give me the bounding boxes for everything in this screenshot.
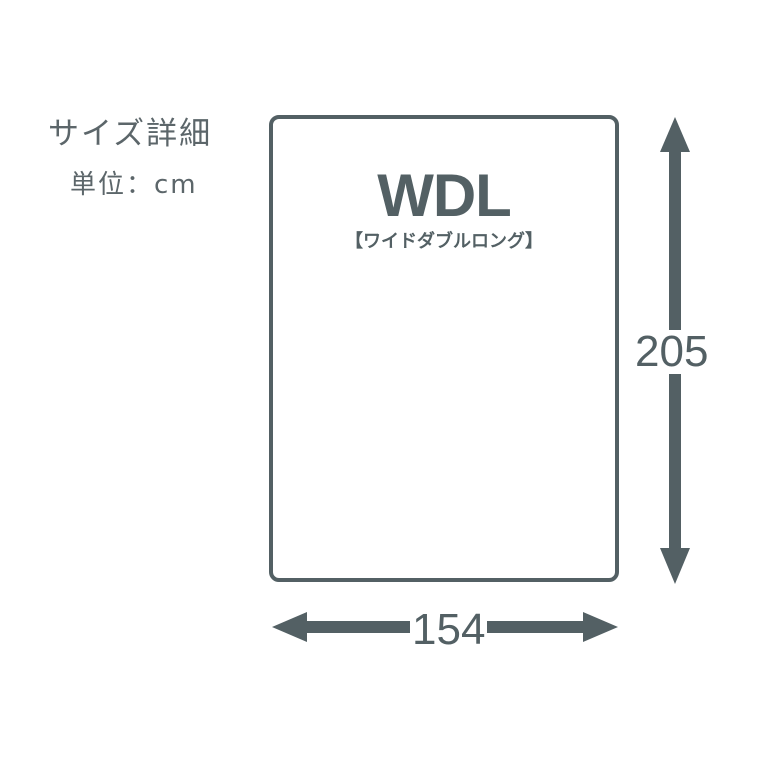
size-details-title: サイズ詳細 [48, 116, 213, 152]
mat-outline: WDL 【ワイドダブルロング】 [269, 115, 619, 582]
mat-size-code: WDL [377, 162, 512, 229]
height-dimension-label: 205 [633, 327, 711, 376]
width-dimension-label: 154 [410, 605, 488, 654]
mat-size-name: 【ワイドダブルロング】 [345, 231, 543, 252]
unit-label: 単位：cm [70, 170, 198, 200]
